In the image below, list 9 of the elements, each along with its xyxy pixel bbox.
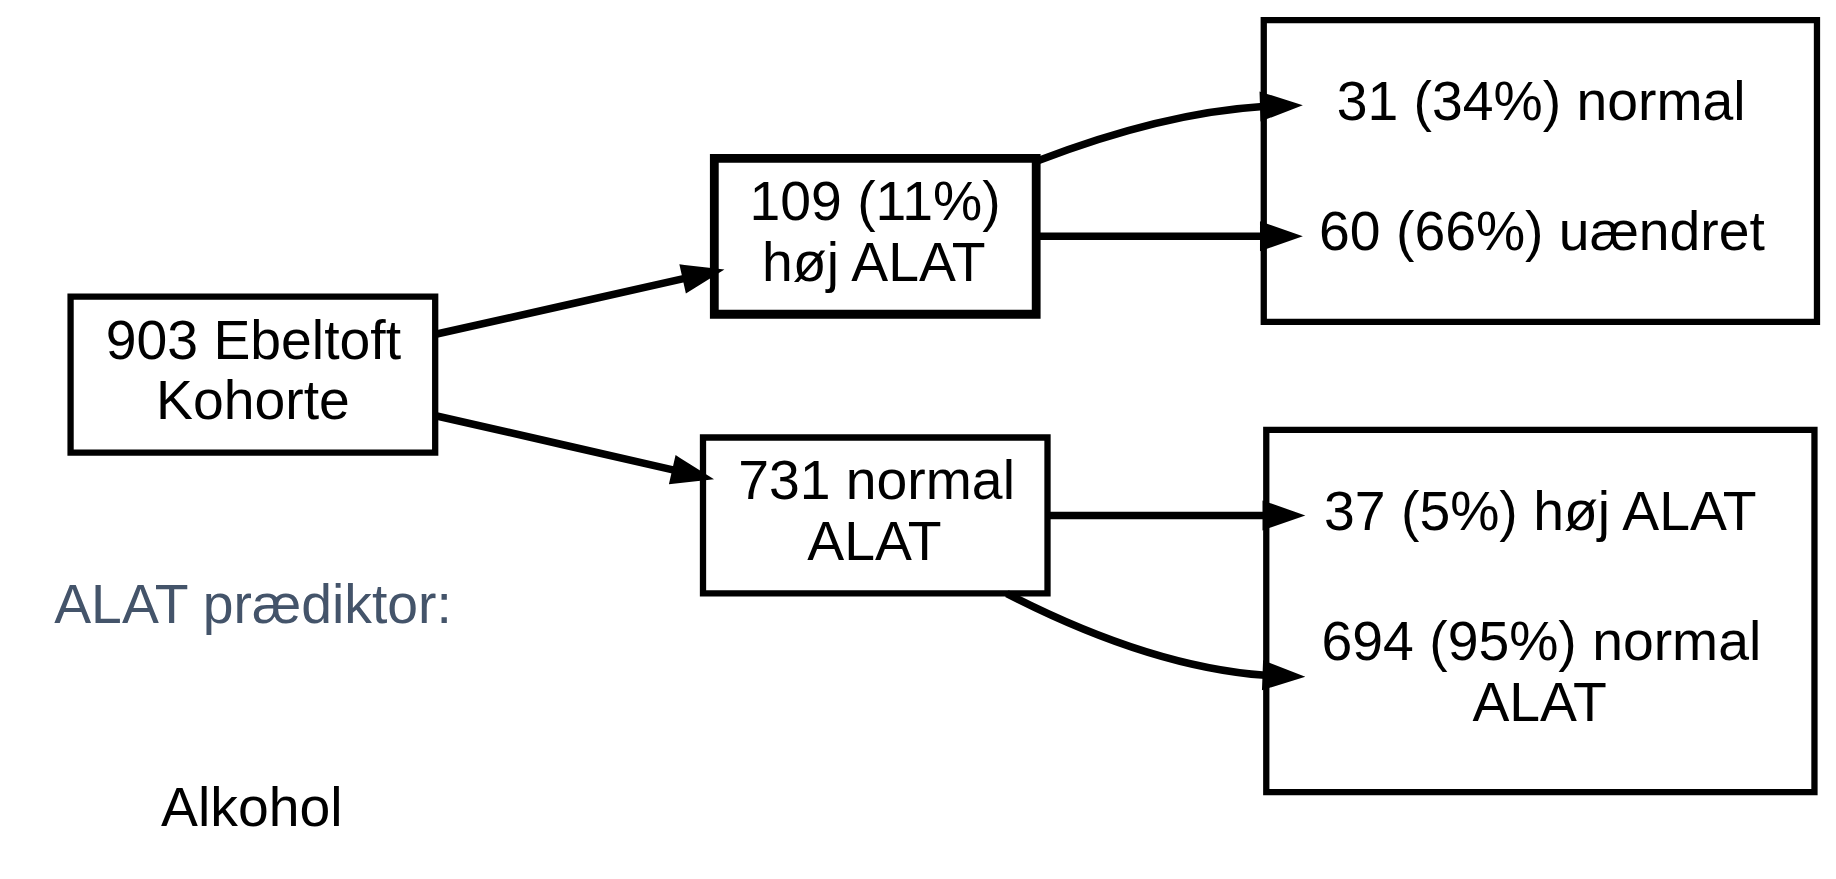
arrow (1035, 91, 1303, 165)
arrow (1036, 220, 1303, 251)
node-box: 903 Ebeltoft Kohorte (67, 293, 439, 456)
node-box: 109 (11%) høj ALAT (709, 153, 1041, 319)
label: Alkohol (161, 775, 343, 838)
label: ALAT prædiktor: (54, 572, 452, 635)
arrow (1005, 589, 1306, 690)
node-box: 731 normal ALAT (699, 433, 1051, 597)
arrow (1047, 499, 1306, 530)
